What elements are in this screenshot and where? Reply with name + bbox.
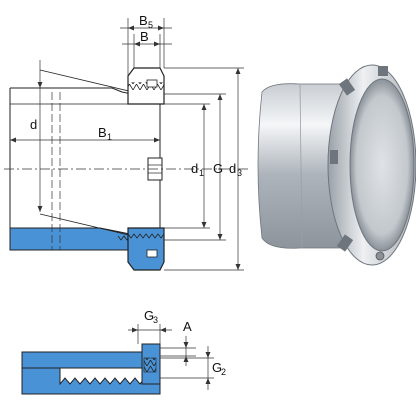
label-a: A xyxy=(183,319,192,334)
cross-section xyxy=(4,18,250,271)
svg-text:5: 5 xyxy=(148,20,153,30)
label-d1: d 1 xyxy=(191,161,204,178)
svg-text:d: d xyxy=(191,161,198,176)
svg-text:1: 1 xyxy=(199,168,204,178)
nut-screw-bottom xyxy=(146,249,158,258)
svg-text:3: 3 xyxy=(153,315,158,325)
label-b1: B 1 xyxy=(98,125,112,142)
svg-text:G: G xyxy=(212,360,222,375)
svg-text:3: 3 xyxy=(237,168,242,178)
label-g2: G 2 xyxy=(212,360,226,377)
thread-detail xyxy=(21,324,214,395)
label-b: B xyxy=(140,29,149,44)
svg-text:d: d xyxy=(229,161,236,176)
label-b5: B 5 xyxy=(139,13,153,30)
detail-sleeve-threaded xyxy=(21,367,161,395)
label-d: d xyxy=(30,117,37,132)
label-g: G xyxy=(213,161,223,176)
nut-screw-top xyxy=(146,79,158,88)
svg-text:2: 2 xyxy=(221,367,226,377)
render-bore xyxy=(349,78,415,252)
svg-text:B: B xyxy=(139,13,148,28)
svg-text:G: G xyxy=(144,308,154,323)
render-sleeve-body xyxy=(257,83,351,249)
label-g3: G 3 xyxy=(144,308,158,325)
svg-text:1: 1 xyxy=(107,132,112,142)
product-render xyxy=(257,64,416,266)
label-d3: d 3 xyxy=(229,161,242,178)
render-lock-screw xyxy=(375,251,385,261)
svg-text:B: B xyxy=(98,125,107,140)
detail-sleeve-upper xyxy=(21,351,143,369)
